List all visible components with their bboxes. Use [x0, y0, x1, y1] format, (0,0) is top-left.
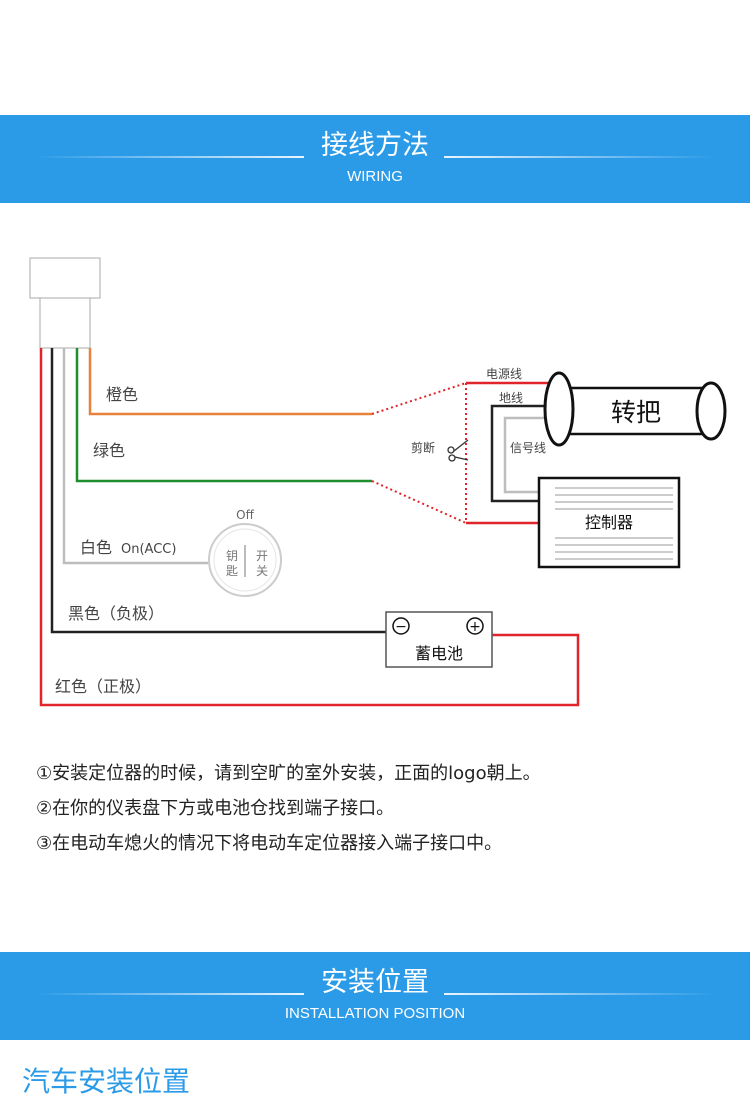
dotted-link-lower	[371, 480, 467, 524]
white-wire-suffix: On(ACC)	[121, 542, 176, 557]
black-wire	[50, 348, 386, 634]
signal-line	[503, 416, 548, 494]
handlebar-label: 转把	[611, 398, 661, 427]
orange-wire-label: 橙色	[106, 385, 138, 404]
red-wire-label: 红色（正极）	[55, 677, 151, 696]
install-subtitle: INSTALLATION POSITION	[284, 1005, 466, 1022]
green-wire-label: 绿色	[93, 441, 125, 460]
switch-on-char-1: 开	[256, 549, 268, 563]
connector-plug	[39, 297, 91, 349]
battery-plus-sign: +	[469, 619, 481, 635]
switch-key-char-1: 钥	[226, 549, 238, 563]
car-install-heading: 汽车安装位置	[22, 1065, 191, 1098]
banner-divider-left	[36, 993, 304, 995]
battery-minus-sign: −	[395, 619, 407, 635]
cut-label: 剪断	[411, 440, 435, 455]
ground-line	[490, 404, 548, 503]
connector-head	[29, 257, 101, 299]
banner-divider-right	[444, 156, 714, 158]
white-wire-label: 白色	[80, 538, 112, 557]
banner-divider-right	[444, 993, 714, 995]
handlebar-body	[556, 386, 712, 436]
install-title: 安装位置	[321, 967, 429, 998]
power-line-label: 电源线	[486, 367, 522, 381]
controller-stripes	[555, 487, 673, 560]
ground-line-label: 地线	[499, 391, 523, 405]
battery-plus-icon	[466, 617, 484, 635]
wiring-subtitle: WIRING	[347, 168, 403, 185]
wiring-title: 接线方法	[321, 130, 429, 161]
note-item: ①安装定位器的时候，请到空旷的室外安装，正面的logo朝上。	[36, 763, 541, 784]
wiring-diagram: 转把 控制器 Off 钥 匙 开 关 − + 蓄电池 橙色 绿色 白色 On(A…	[29, 257, 727, 707]
controller-label: 控制器	[585, 513, 633, 532]
battery-minus-icon	[392, 617, 410, 635]
switch-key-char-2: 匙	[226, 564, 238, 578]
key-switch-inner	[213, 528, 277, 592]
note-item: ②在你的仪表盘下方或电池仓找到端子接口。	[36, 798, 395, 819]
switch-off-label: Off	[236, 508, 254, 522]
handlebar-left-grip	[543, 371, 575, 447]
white-wire	[62, 348, 208, 565]
battery-label: 蓄电池	[415, 644, 463, 663]
red-wire	[39, 348, 580, 707]
handlebar-right-grip	[695, 381, 727, 441]
orange-wire	[88, 348, 372, 416]
wiring-banner: 接线方法 WIRING	[0, 115, 750, 203]
dotted-link-upper	[371, 382, 467, 415]
signal-line-label: 信号线	[510, 441, 546, 455]
install-banner: 安装位置 INSTALLATION POSITION	[0, 952, 750, 1040]
installation-notes: ①安装定位器的时候，请到空旷的室外安装，正面的logo朝上。 ②在你的仪表盘下方…	[36, 756, 541, 861]
banner-divider-left	[36, 156, 304, 158]
green-wire	[75, 348, 372, 483]
scissors-icon	[447, 439, 469, 462]
black-wire-label: 黑色（负极）	[68, 604, 164, 623]
note-item: ③在电动车熄火的情况下将电动车定位器接入端子接口中。	[36, 833, 503, 854]
switch-on-char-2: 关	[256, 564, 268, 578]
